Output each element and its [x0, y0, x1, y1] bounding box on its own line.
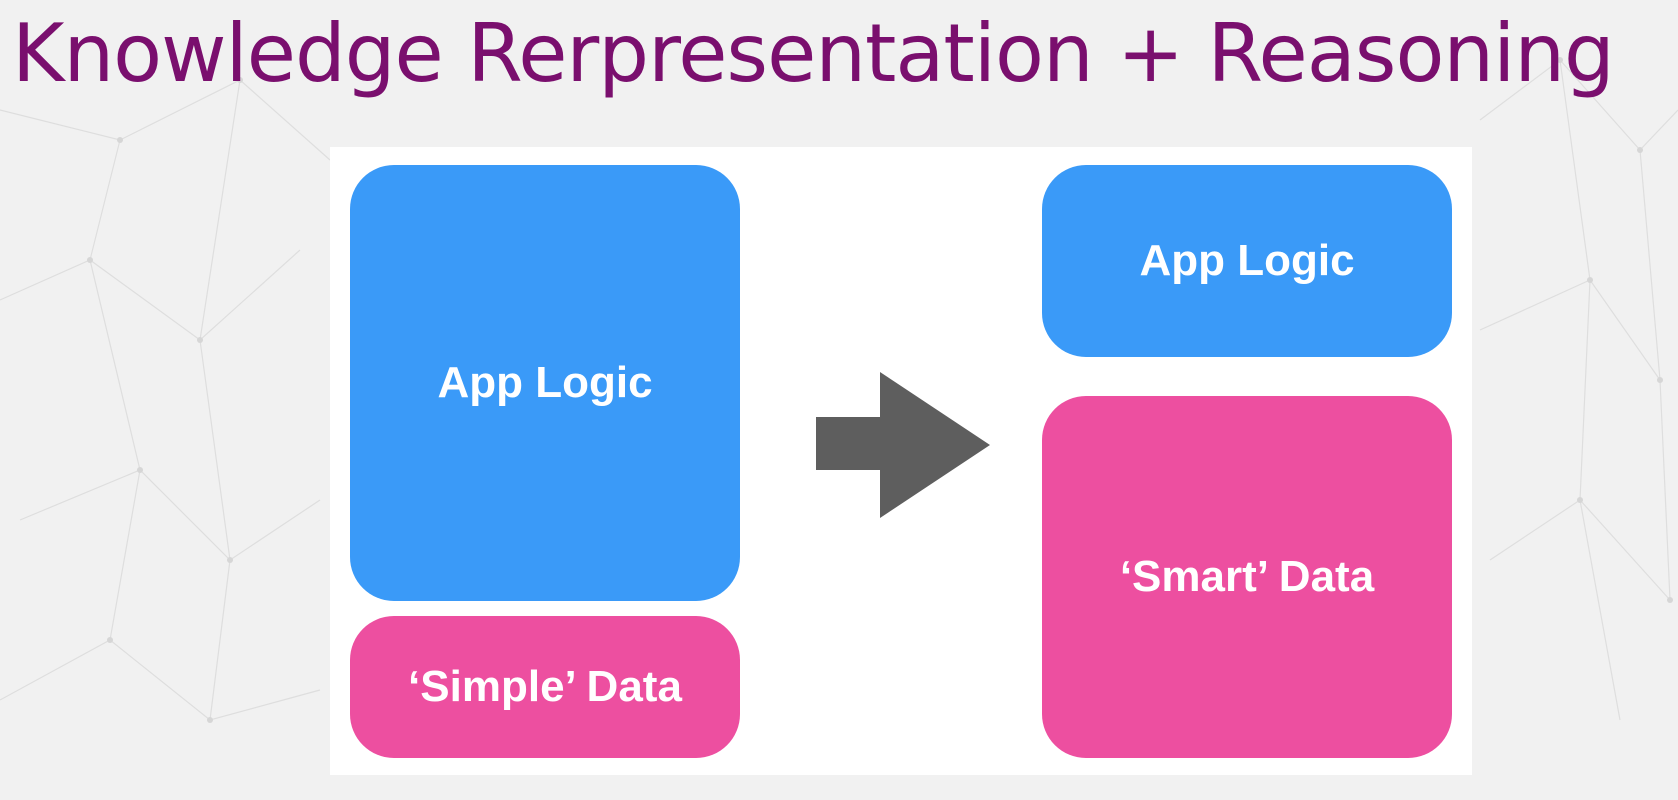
- after-app-logic-label: App Logic: [1139, 236, 1355, 285]
- before-simple-data-label: ‘Simple’ Data: [408, 662, 682, 711]
- after-app-logic-block: App Logic: [1042, 165, 1452, 357]
- slide-title: Knowledge Rerpresentation + Reasoning: [12, 7, 1615, 100]
- arrow-right-icon: [816, 372, 990, 518]
- before-app-logic-label: App Logic: [437, 358, 653, 407]
- after-smart-data-label: ‘Smart’ Data: [1119, 552, 1375, 601]
- arrow-shape: [816, 372, 990, 518]
- diagram-panel: App Logic ‘Simple’ Data App Logic ‘Smart…: [330, 147, 1472, 775]
- before-simple-data-block: ‘Simple’ Data: [350, 616, 740, 758]
- after-smart-data-block: ‘Smart’ Data: [1042, 396, 1452, 758]
- before-app-logic-block: App Logic: [350, 165, 740, 601]
